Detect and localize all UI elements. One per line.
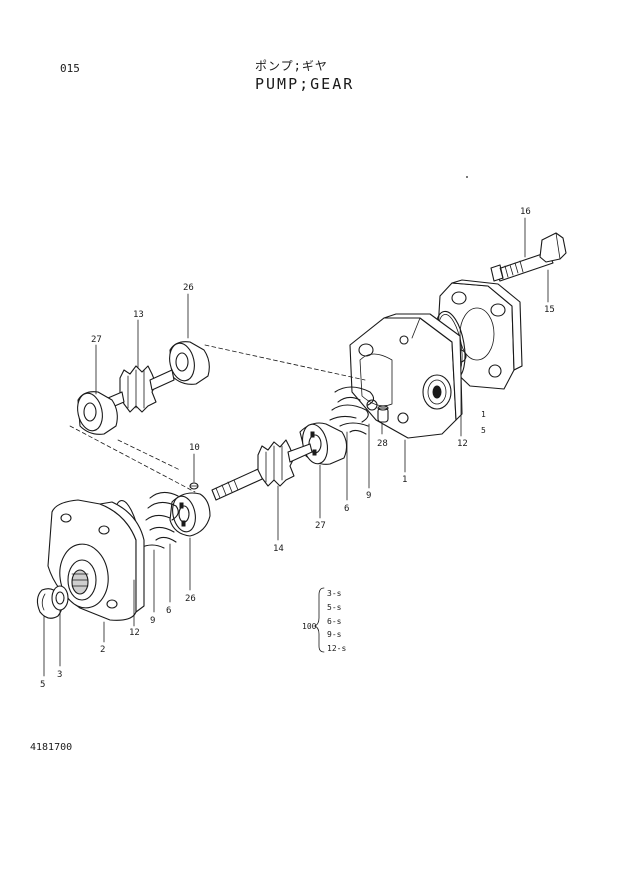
pin-10-part bbox=[189, 482, 199, 490]
bushing-upper-26 bbox=[169, 341, 210, 385]
page-title-japanese: ポンプ;ギヤ bbox=[255, 59, 328, 73]
callout-27-middle: 27 bbox=[315, 521, 326, 531]
callout-26-top: 26 bbox=[183, 283, 194, 293]
assembly-guide-lines bbox=[69, 344, 366, 493]
callout-12-left: 12 bbox=[129, 628, 140, 638]
callout-15: 15 bbox=[544, 305, 555, 315]
callout-numbers: 16 15 26 13 27 10 28 9 6 1 12 5 1 27 14 … bbox=[40, 207, 555, 690]
callout-6-left: 6 bbox=[166, 606, 171, 616]
callout-2: 2 bbox=[100, 645, 105, 655]
callout-9-right: 9 bbox=[366, 491, 371, 501]
oil-seal-part bbox=[51, 585, 69, 611]
callout-5-left: 5 bbox=[40, 680, 45, 690]
dowel-pin-part bbox=[377, 405, 389, 423]
callout-26-bottom: 26 bbox=[185, 594, 196, 604]
drive-shaft-gear-part bbox=[211, 439, 313, 501]
kit-item-3: 6-s bbox=[327, 617, 342, 626]
page-title-english: PUMP;GEAR bbox=[255, 75, 355, 93]
callout-28: 28 bbox=[377, 439, 388, 449]
callout-14: 14 bbox=[273, 544, 284, 554]
pump-body-part bbox=[349, 313, 463, 439]
stray-dot bbox=[466, 176, 468, 178]
bushing-upper-27 bbox=[77, 391, 118, 435]
callout-10: 10 bbox=[189, 443, 200, 453]
kit-number: 100 bbox=[302, 622, 317, 631]
kit-item-5: 12-s bbox=[327, 644, 346, 653]
kit-item-4: 9-s bbox=[327, 630, 342, 639]
callout-13: 13 bbox=[133, 310, 144, 320]
kit-item-2: 5-s bbox=[327, 603, 342, 612]
callout-6-right: 6 bbox=[344, 504, 349, 514]
callout-9-left: 9 bbox=[150, 616, 155, 626]
bolt-part bbox=[490, 232, 567, 282]
kit-item-1: 3-s bbox=[327, 589, 342, 598]
callout-leader-lines bbox=[43, 217, 549, 677]
callout-12-right: 12 bbox=[457, 439, 468, 449]
idler-gear-part bbox=[107, 365, 175, 413]
callout-1: 1 bbox=[402, 475, 407, 485]
callout-5-right: 5 bbox=[481, 426, 486, 435]
seal-kit-list: 100 3-s 5-s 6-s 9-s 12-s bbox=[302, 587, 346, 653]
bushing-middle bbox=[299, 422, 348, 465]
diagram-code: 4181700 bbox=[30, 742, 73, 753]
bushing-lower bbox=[169, 492, 211, 537]
callout-16: 16 bbox=[520, 207, 531, 217]
callout-27-top: 27 bbox=[91, 335, 102, 345]
page-number: 015 bbox=[60, 62, 80, 75]
callout-3: 3 bbox=[57, 670, 62, 680]
front-housing-part bbox=[47, 499, 145, 621]
seal-rings-right bbox=[329, 386, 375, 435]
callout-1-right: 1 bbox=[481, 410, 486, 419]
